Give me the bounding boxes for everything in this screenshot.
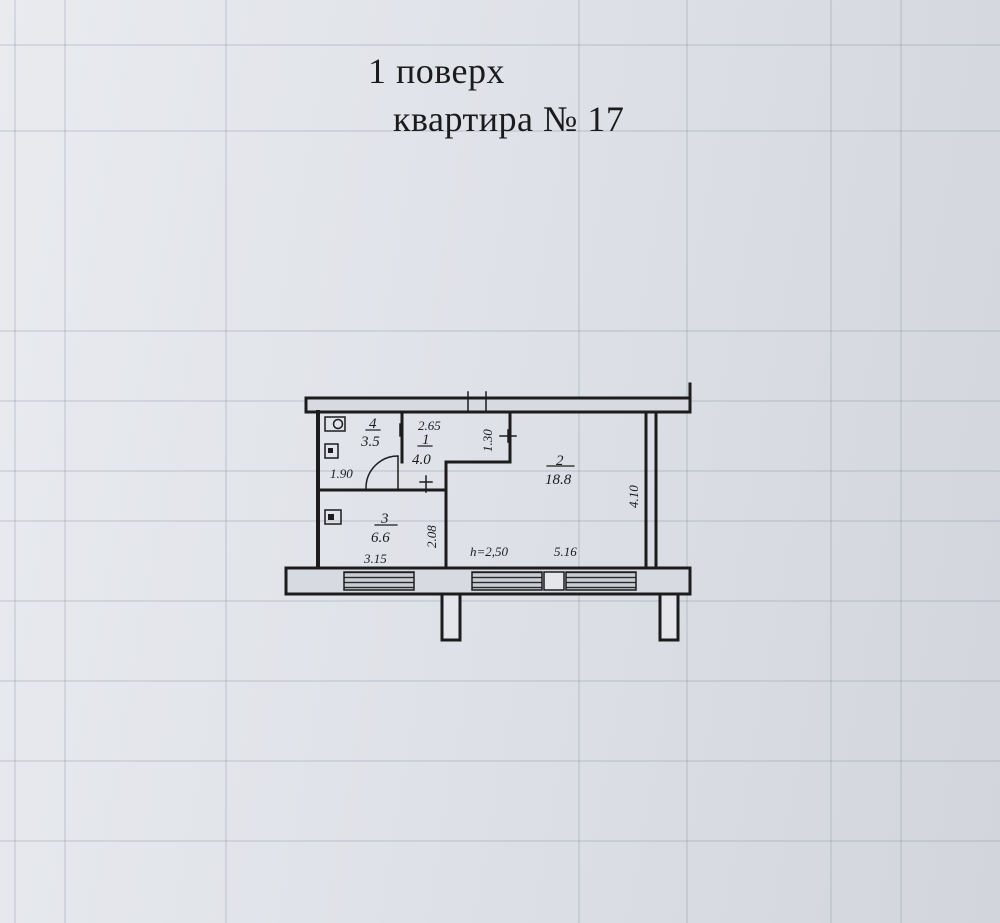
room-3-area: 6.6 [371, 530, 390, 546]
room-4-number: 4 [369, 416, 377, 432]
dim-ceiling-height: h=2,50 [470, 544, 509, 559]
room-2-number: 2 [556, 453, 564, 469]
toilet-icon [324, 416, 346, 432]
floor-label: 1 поверх [368, 51, 506, 91]
apartment-label: квартира № 17 [393, 99, 625, 139]
sink-icon [324, 443, 339, 459]
right-wall [644, 410, 658, 570]
dim-corridor-depth: 1.30 [480, 429, 495, 452]
dim-room3-depth: 2.08 [424, 525, 439, 548]
top-wall [304, 382, 692, 414]
dim-room2-depth: 4.10 [626, 485, 641, 508]
dim-room2-width: 5.16 [554, 544, 577, 559]
balcony-supports [440, 592, 680, 642]
dim-corridor-width: 2.65 [418, 418, 441, 433]
bottom-wall [284, 566, 692, 596]
partitions [316, 391, 517, 570]
room-4-area: 3.5 [360, 434, 380, 450]
kitchen-sink-icon [324, 509, 342, 525]
room-2-area: 18.8 [545, 472, 572, 488]
room-3-number: 3 [380, 511, 389, 527]
dim-room3-width: 3.15 [363, 551, 387, 566]
door-swing [365, 455, 399, 489]
room-1-number: 1 [422, 432, 430, 448]
dim-room4-width: 1.90 [330, 466, 353, 481]
room-1-area: 4.0 [412, 452, 431, 468]
